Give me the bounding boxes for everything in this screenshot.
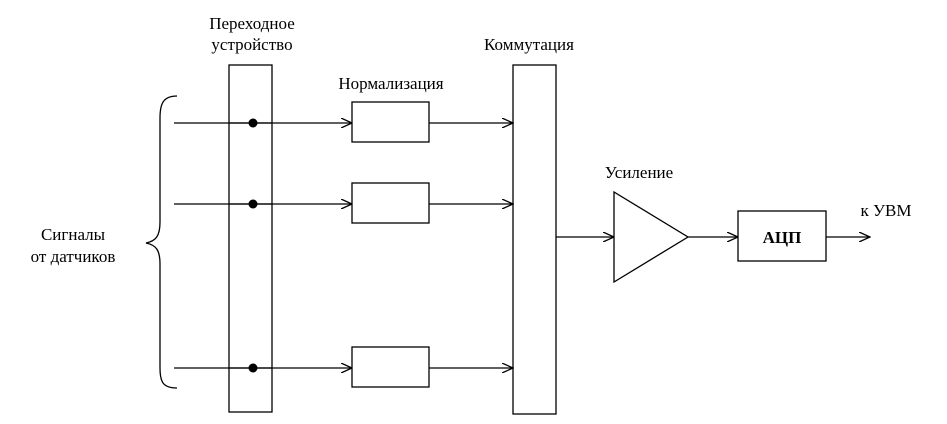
signals-label-1: Сигналы — [41, 225, 106, 244]
transition-device-label-1: Переходное — [209, 14, 295, 33]
normalization-box-3 — [351, 346, 430, 388]
normalization-box-2 — [351, 182, 430, 224]
transition-device-block — [228, 64, 273, 413]
output-label: к УВМ — [861, 201, 912, 220]
transition-device-label-2: устройство — [211, 35, 292, 54]
normalization-box-1 — [351, 101, 430, 143]
junction-dot-1 — [248, 118, 258, 128]
normalization-label: Нормализация — [338, 74, 443, 93]
adc-block — [737, 210, 827, 262]
adc-label: АЦП — [763, 228, 802, 247]
commutation-label: Коммутация — [484, 35, 574, 54]
amplifier-triangle — [613, 190, 690, 284]
signals-label-2: от датчиков — [31, 247, 116, 266]
commutation-block — [512, 64, 557, 415]
junction-dot-2 — [248, 199, 258, 209]
junction-dot-3 — [248, 363, 258, 373]
amplification-label: Усиление — [605, 163, 673, 182]
signals-brace — [145, 95, 178, 389]
